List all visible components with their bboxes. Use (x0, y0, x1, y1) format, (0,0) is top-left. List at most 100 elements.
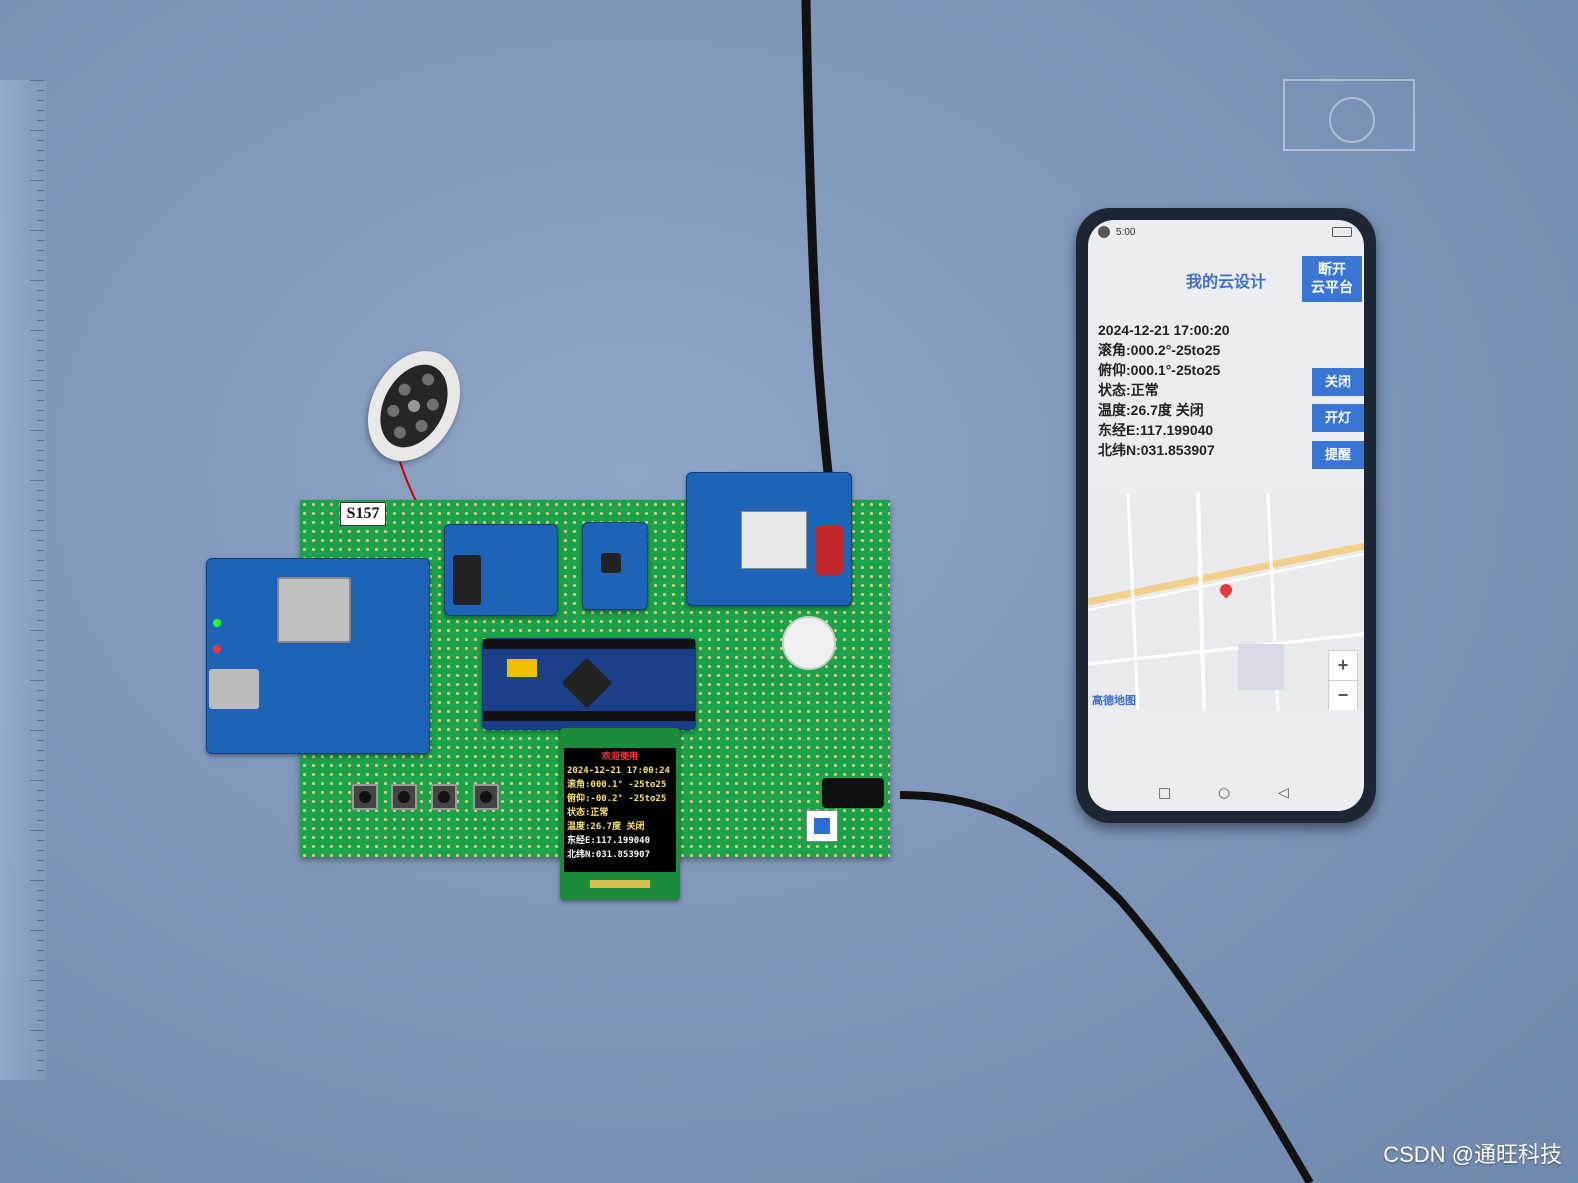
ruler-tick (37, 810, 44, 811)
ruler-tick (37, 670, 44, 671)
ruler-tick (37, 860, 44, 861)
lcd-line: 滚角:000.1° -25to25 (567, 780, 667, 790)
ruler-tick (37, 990, 44, 991)
ruler-tick (37, 560, 44, 561)
status-bar: 5:00 (1088, 220, 1364, 246)
ruler-tick (37, 410, 44, 411)
info-temp: 温度:26.7度 关闭 (1098, 402, 1204, 418)
ruler-tick (30, 80, 44, 81)
ruler-tick (37, 720, 44, 721)
ruler-tick (37, 370, 44, 371)
back-icon[interactable]: ◁ (1278, 785, 1289, 801)
lcd-module: 欢迎使用 2024-12-21 17:00:24 滚角:000.1° -25to… (560, 728, 680, 900)
ruler-tick (30, 830, 44, 831)
ruler-tick (30, 130, 44, 131)
ruler-tick (37, 740, 44, 741)
ruler-tick (37, 260, 44, 261)
gsm-chip (277, 577, 351, 643)
ruler-tick (37, 910, 44, 911)
ruler-tick (37, 120, 44, 121)
ruler-tick (37, 470, 44, 471)
ruler-tick (37, 300, 44, 301)
ruler-tick (37, 440, 44, 441)
zoom-out-button[interactable]: − (1328, 680, 1358, 710)
map-logo: 高德地图 (1092, 695, 1136, 707)
ruler-tick (37, 750, 44, 751)
lcd-title: 欢迎使用 (601, 752, 638, 762)
stm32-board (482, 638, 696, 730)
close-button[interactable]: 关闭 (1312, 368, 1364, 396)
ruler-tick (37, 1000, 44, 1001)
gsm-module (206, 558, 430, 754)
ruler-tick (37, 510, 44, 511)
power-switch[interactable] (806, 810, 838, 842)
phone-screen: 5:00 我的云设计 断开 云平台 2024-12-21 17:00:20 滚角… (1088, 220, 1364, 811)
ruler-tick (37, 1060, 44, 1061)
info-roll: 滚角:000.2°-25to25 (1098, 342, 1221, 358)
ruler-tick (37, 110, 44, 111)
ruler-tick (37, 220, 44, 221)
ruler-tick (37, 540, 44, 541)
map-view[interactable]: + − 高德地图 (1088, 494, 1364, 710)
light-on-button[interactable]: 开灯 (1312, 404, 1364, 432)
lcd-line: 状态:正常 (567, 808, 609, 818)
remind-button[interactable]: 提醒 (1312, 441, 1364, 469)
lcd-line: 北纬N:031.853907 (567, 850, 651, 860)
ruler-tick (37, 420, 44, 421)
disconnect-cloud-button[interactable]: 断开 云平台 (1302, 256, 1362, 302)
tact-button-2[interactable] (391, 784, 417, 810)
ruler-tick (37, 920, 44, 921)
sensor-info: 2024-12-21 17:00:20 滚角:000.2°-25to25 俯仰:… (1098, 320, 1230, 460)
ruler-tick (30, 730, 44, 731)
ruler-tick (37, 310, 44, 311)
tact-button-3[interactable] (431, 784, 457, 810)
home-icon[interactable]: ○ (1218, 785, 1231, 801)
info-lat: 北纬N:031.853907 (1098, 442, 1215, 458)
ruler-tick (37, 140, 44, 141)
ruler-tick (37, 170, 44, 171)
ruler-tick (30, 580, 44, 581)
ruler-tick (30, 980, 44, 981)
ruler-tick (37, 820, 44, 821)
ruler-tick (37, 1040, 44, 1041)
ruler-tick (37, 900, 44, 901)
tact-button-1[interactable] (352, 784, 378, 810)
ruler-tick (37, 710, 44, 711)
ruler-tick (37, 270, 44, 271)
recent-apps-icon[interactable]: □ (1158, 785, 1172, 801)
status-time: 5:00 (1116, 227, 1136, 238)
app-title: 我的云设计 (1186, 274, 1267, 291)
ruler-tick (37, 1070, 44, 1071)
map-roads (1088, 494, 1364, 710)
ruler-tick (37, 400, 44, 401)
ruler-tick (30, 180, 44, 181)
jumper (507, 659, 537, 677)
ruler-tick (37, 250, 44, 251)
pin-header-bottom (483, 711, 695, 721)
ruler-tick (37, 790, 44, 791)
lcd-line: 2024-12-21 17:00:24 (567, 766, 670, 776)
lcd-screen: 欢迎使用 2024-12-21 17:00:24 滚角:000.1° -25to… (564, 748, 676, 872)
ruler-tick (30, 480, 44, 481)
sim-slot (209, 669, 259, 709)
ruler-tick (37, 660, 44, 661)
ruler-tick (37, 870, 44, 871)
ruler-tick (30, 230, 44, 231)
ruler-tick (37, 200, 44, 201)
ruler-tick (37, 590, 44, 591)
ruler-tick (37, 570, 44, 571)
buzzer (782, 616, 836, 670)
ruler-tick (37, 650, 44, 651)
zoom-in-button[interactable]: + (1328, 650, 1358, 682)
tact-button-4[interactable] (473, 784, 499, 810)
board-tag: S157 (340, 502, 386, 526)
ruler-tick (30, 430, 44, 431)
ruler-tick (37, 960, 44, 961)
ruler-tick (37, 1020, 44, 1021)
ruler-tick (37, 460, 44, 461)
ruler-tick (37, 520, 44, 521)
ruler-tick (37, 90, 44, 91)
background-stamp (1282, 40, 1432, 160)
ruler-tick (30, 530, 44, 531)
ruler-tick (37, 690, 44, 691)
